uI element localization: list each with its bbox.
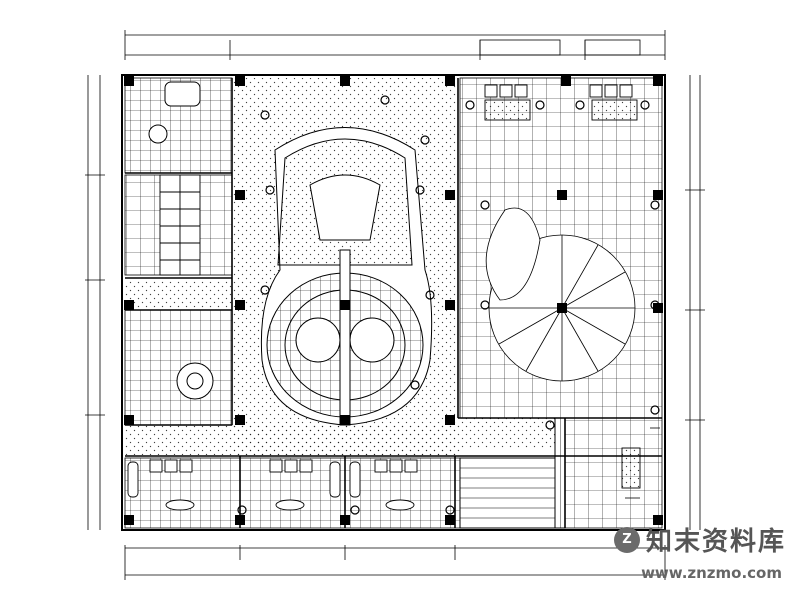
toilet-cubicles <box>159 174 201 276</box>
bottom-rooms <box>127 459 418 511</box>
bathtub <box>164 81 201 107</box>
outer-wall <box>121 74 666 531</box>
round-table-small <box>148 124 168 144</box>
sofa-sets <box>484 84 641 489</box>
round-table-large <box>176 362 214 400</box>
dimension-lines-top <box>124 30 666 60</box>
watermark: Z 知末资料库 <box>613 521 786 558</box>
entry-lines <box>625 427 660 499</box>
watermark-url: www.znzmo.com <box>641 564 782 582</box>
staircase-block <box>459 457 556 529</box>
watermark-brand: 知末资料库 <box>645 527 786 557</box>
columns <box>124 76 663 525</box>
watermark-logo-icon: Z <box>613 526 640 553</box>
central-lounge <box>260 127 433 426</box>
railing <box>554 417 566 529</box>
plants <box>237 95 660 515</box>
dimension-lines-sides <box>85 75 705 530</box>
dimension-lines-bottom <box>124 545 666 580</box>
